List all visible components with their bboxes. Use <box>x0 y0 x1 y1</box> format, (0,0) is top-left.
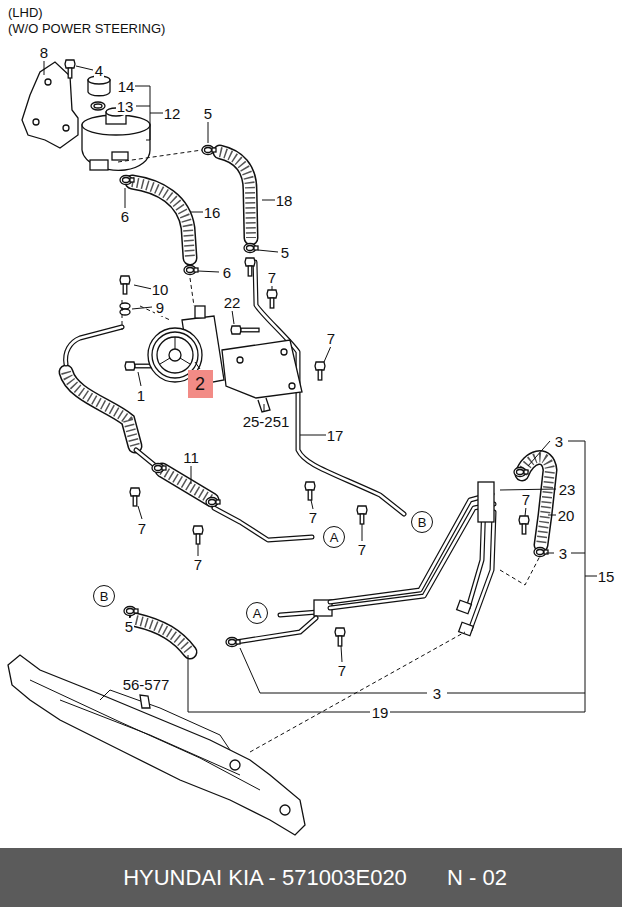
callout-number: 25-251 <box>242 413 291 430</box>
node-text: B <box>418 515 427 530</box>
callout-number: 13 <box>116 98 135 115</box>
header-note: (W/O POWER STEERING) <box>8 21 165 36</box>
node-text: 2 <box>195 374 205 394</box>
node-text: A <box>330 530 339 545</box>
callout-number: 5 <box>203 105 213 122</box>
callout-number: 7 <box>357 541 367 558</box>
clamps-and-bolts <box>120 146 548 647</box>
callout-number: 11 <box>182 449 200 466</box>
connector-mark: B <box>411 511 433 533</box>
callout-number: 7 <box>193 556 203 573</box>
dashed-lines <box>118 150 540 752</box>
node-text: B <box>100 589 109 604</box>
tubes <box>66 262 494 642</box>
callout-number: 7 <box>326 330 336 347</box>
callout-number: 22 <box>223 294 242 311</box>
callout-number: 17 <box>326 427 345 444</box>
leader-lines <box>44 60 597 712</box>
part-number-band: HYUNDAI KIA - 571003E020 N - 02 <box>0 848 622 907</box>
callout-number: 18 <box>275 192 294 209</box>
callout-number: 7 <box>337 662 347 679</box>
callout-number: 56-577 <box>122 676 171 693</box>
callout-number: 8 <box>39 44 49 61</box>
callout-number: 4 <box>94 62 104 79</box>
connector-mark: A <box>323 526 345 548</box>
callout-number: 9 <box>155 299 165 316</box>
callout-number: 7 <box>521 491 531 508</box>
header-note: (LHD) <box>8 5 43 20</box>
callout-number: 7 <box>267 269 277 286</box>
callout-number: 12 <box>163 105 182 122</box>
node-text: A <box>253 606 262 621</box>
callout-number: 19 <box>371 704 390 721</box>
callout-number: 10 <box>151 281 170 298</box>
callout-number: 23 <box>558 481 577 498</box>
highlight-box: 2 <box>188 370 213 398</box>
callout-number: 14 <box>117 78 136 95</box>
callout-number: 1 <box>136 387 146 404</box>
callout-number: 5 <box>124 618 134 635</box>
hoses <box>66 152 550 652</box>
callout-number: 20 <box>557 507 576 524</box>
node-text: HYUNDAI KIA - 571003E020 <box>123 865 407 891</box>
callout-number: 3 <box>554 433 564 450</box>
pump <box>148 306 302 412</box>
callout-number: 3 <box>558 545 568 562</box>
callout-number: 7 <box>137 520 147 537</box>
connector-mark: B <box>93 585 115 607</box>
steering-gear <box>8 655 305 835</box>
callout-number: 5 <box>280 244 290 261</box>
node-text: N - 02 <box>447 865 507 891</box>
reservoir <box>82 76 150 170</box>
bracket <box>22 60 78 148</box>
callout-number: 6 <box>222 264 232 281</box>
callout-number: 7 <box>308 509 318 526</box>
callout-number: 6 <box>120 208 130 225</box>
callout-number: 3 <box>432 685 442 702</box>
callout-number: 15 <box>597 568 616 585</box>
callout-number: 16 <box>203 204 222 221</box>
connector-mark: A <box>246 602 268 624</box>
